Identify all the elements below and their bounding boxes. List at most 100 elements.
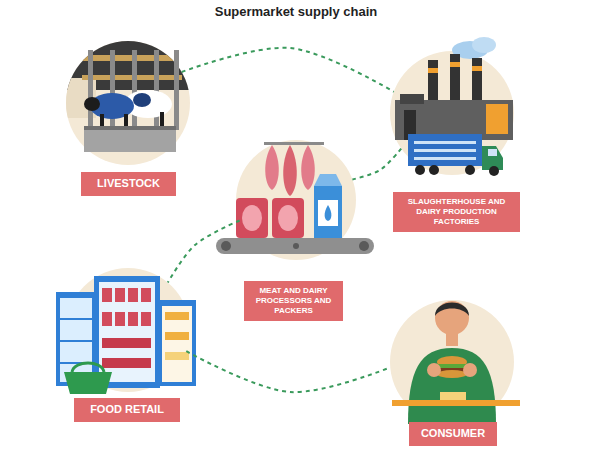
stage-label: MEAT AND DAIRY PROCESSORS AND PACKERS (250, 286, 337, 316)
retail-art-part (64, 372, 112, 394)
consumer-art-part (435, 303, 469, 317)
retail-art-part (60, 340, 92, 342)
factory-art-part (414, 149, 476, 152)
consumer-art-part (392, 400, 520, 406)
processing-art-part (359, 241, 369, 251)
factory-art-part (489, 166, 499, 176)
retail-art-part (115, 288, 125, 302)
processing-art (216, 140, 374, 260)
stage-label: SLAUGHTERHOUSE AND DAIRY PRODUCTION FACT… (399, 197, 514, 227)
factory-art-part (465, 165, 475, 175)
livestock-art-part (84, 126, 176, 152)
processing-art-part (265, 145, 279, 190)
factory-art-part (429, 165, 439, 175)
livestock-art-part (154, 50, 159, 130)
livestock-art-part (84, 97, 100, 111)
retail-art-part (60, 298, 92, 382)
consumer-art (390, 300, 520, 424)
livestock-art-part (160, 112, 164, 128)
retail-art-part (72, 363, 104, 372)
factory-art-part (414, 157, 476, 160)
factory-art-part (488, 149, 497, 156)
retail-art-part (162, 306, 192, 382)
livestock-art-part (84, 126, 176, 130)
processing-art-part (318, 200, 338, 226)
processing-art-part (216, 238, 374, 254)
retail-art-part (115, 312, 125, 326)
dashed-connector (186, 351, 390, 392)
stage-label: CONSUMER (415, 427, 491, 441)
processing-art-part (278, 205, 298, 231)
stage-node: CONSUMER (390, 300, 514, 424)
factory-art-part (414, 141, 476, 144)
factory-art-part (408, 134, 482, 166)
stage-label-box: MEAT AND DAIRY PROCESSORS AND PACKERS (244, 281, 343, 321)
livestock-art-part (88, 50, 93, 130)
factory-art-part (486, 104, 508, 134)
factory-art-part (428, 68, 438, 73)
retail-art-part (128, 312, 138, 326)
consumer-art-part (463, 363, 477, 377)
stage-label-box: FOOD RETAIL (74, 398, 180, 422)
processing-art-part (293, 243, 299, 249)
factory-art-part (415, 165, 425, 175)
livestock-art-part (133, 93, 151, 107)
stage-node: SLAUGHTERHOUSE AND DAIRY PRODUCTION FACT… (390, 51, 514, 175)
consumer-art-part (446, 332, 458, 346)
stage-label: LIVESTOCK (87, 177, 170, 191)
livestock-art-part (100, 114, 104, 128)
processing-art-part (314, 174, 342, 186)
consumer-art-part (435, 301, 469, 335)
factory-art-part (472, 66, 482, 71)
processing-art-part (283, 145, 297, 196)
consumer-art-part (427, 363, 441, 377)
dashed-connector (182, 48, 394, 92)
factory-art-part (400, 94, 424, 104)
consumer-art-part (437, 364, 467, 368)
dashed-connector (352, 149, 401, 180)
retail-art-part (128, 288, 138, 302)
retail-art-part (99, 282, 155, 382)
stage-label: FOOD RETAIL (80, 403, 174, 417)
livestock-art (60, 40, 200, 165)
consumer-art-part (440, 392, 466, 400)
processing-art-part (325, 205, 332, 221)
stage-node: FOOD RETAIL (66, 268, 190, 392)
processing-art-part (264, 142, 324, 145)
processing-art-part (301, 145, 315, 190)
retail-art-part (56, 292, 96, 386)
processing-art-part (221, 241, 231, 251)
processing-art-part (272, 198, 304, 238)
retail-art-part (165, 352, 189, 360)
processing-art-part (314, 186, 342, 238)
processing-art-part (236, 198, 268, 238)
dashed-connector (168, 221, 240, 283)
retail-art-part (141, 312, 151, 326)
factory-art-part (450, 62, 460, 67)
factory-art-part (472, 37, 496, 53)
factory-art (390, 37, 514, 176)
retail-art-part (141, 288, 151, 302)
retail-art-part (165, 312, 189, 320)
retail-art-part (60, 318, 92, 320)
retail-art (56, 268, 196, 394)
retail-art-part (165, 332, 189, 340)
livestock-art-part (174, 50, 179, 130)
consumer-art-part (437, 356, 467, 368)
retail-art-part (102, 358, 151, 368)
factory-art-part (390, 51, 514, 175)
retail-art-part (102, 288, 112, 302)
stage-label-box: SLAUGHTERHOUSE AND DAIRY PRODUCTION FACT… (393, 192, 520, 232)
livestock-art-part (132, 50, 137, 130)
chart-title: Supermarket supply chain (0, 4, 592, 19)
consumer-art-part (437, 370, 467, 378)
stage-node: LIVESTOCK (66, 41, 190, 165)
stage-label-box: CONSUMER (409, 422, 497, 446)
retail-art-part (158, 300, 196, 386)
livestock-art-part (66, 41, 190, 165)
processing-art-part (242, 205, 262, 231)
retail-art-part (102, 312, 112, 326)
stage-node: MEAT AND DAIRY PROCESSORS AND PACKERS (236, 140, 356, 260)
